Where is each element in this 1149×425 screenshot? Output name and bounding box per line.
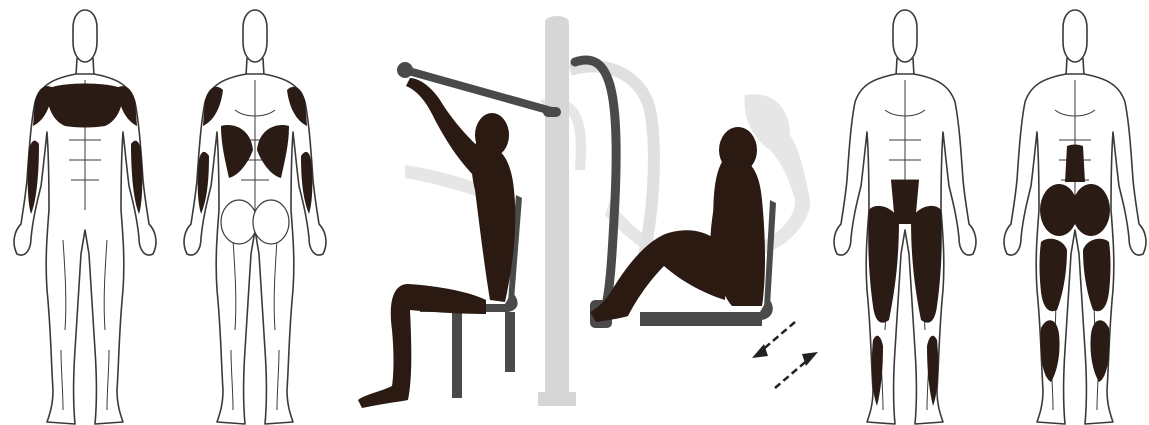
outdoor-fitness-machine bbox=[358, 16, 818, 408]
person-lat-pulldown-silhouette bbox=[358, 78, 515, 408]
leg-press-arch bbox=[575, 60, 616, 310]
double-diagonal-arrows-icon bbox=[752, 322, 818, 388]
upper-body-back-muscle-chart bbox=[184, 10, 326, 424]
lower-body-front-muscle-chart bbox=[834, 10, 976, 424]
highlighted-muscles bbox=[868, 180, 942, 406]
upper-body-front-muscle-chart bbox=[14, 10, 156, 424]
lower-body-back-muscle-chart bbox=[1004, 10, 1146, 424]
center-post bbox=[545, 20, 569, 398]
